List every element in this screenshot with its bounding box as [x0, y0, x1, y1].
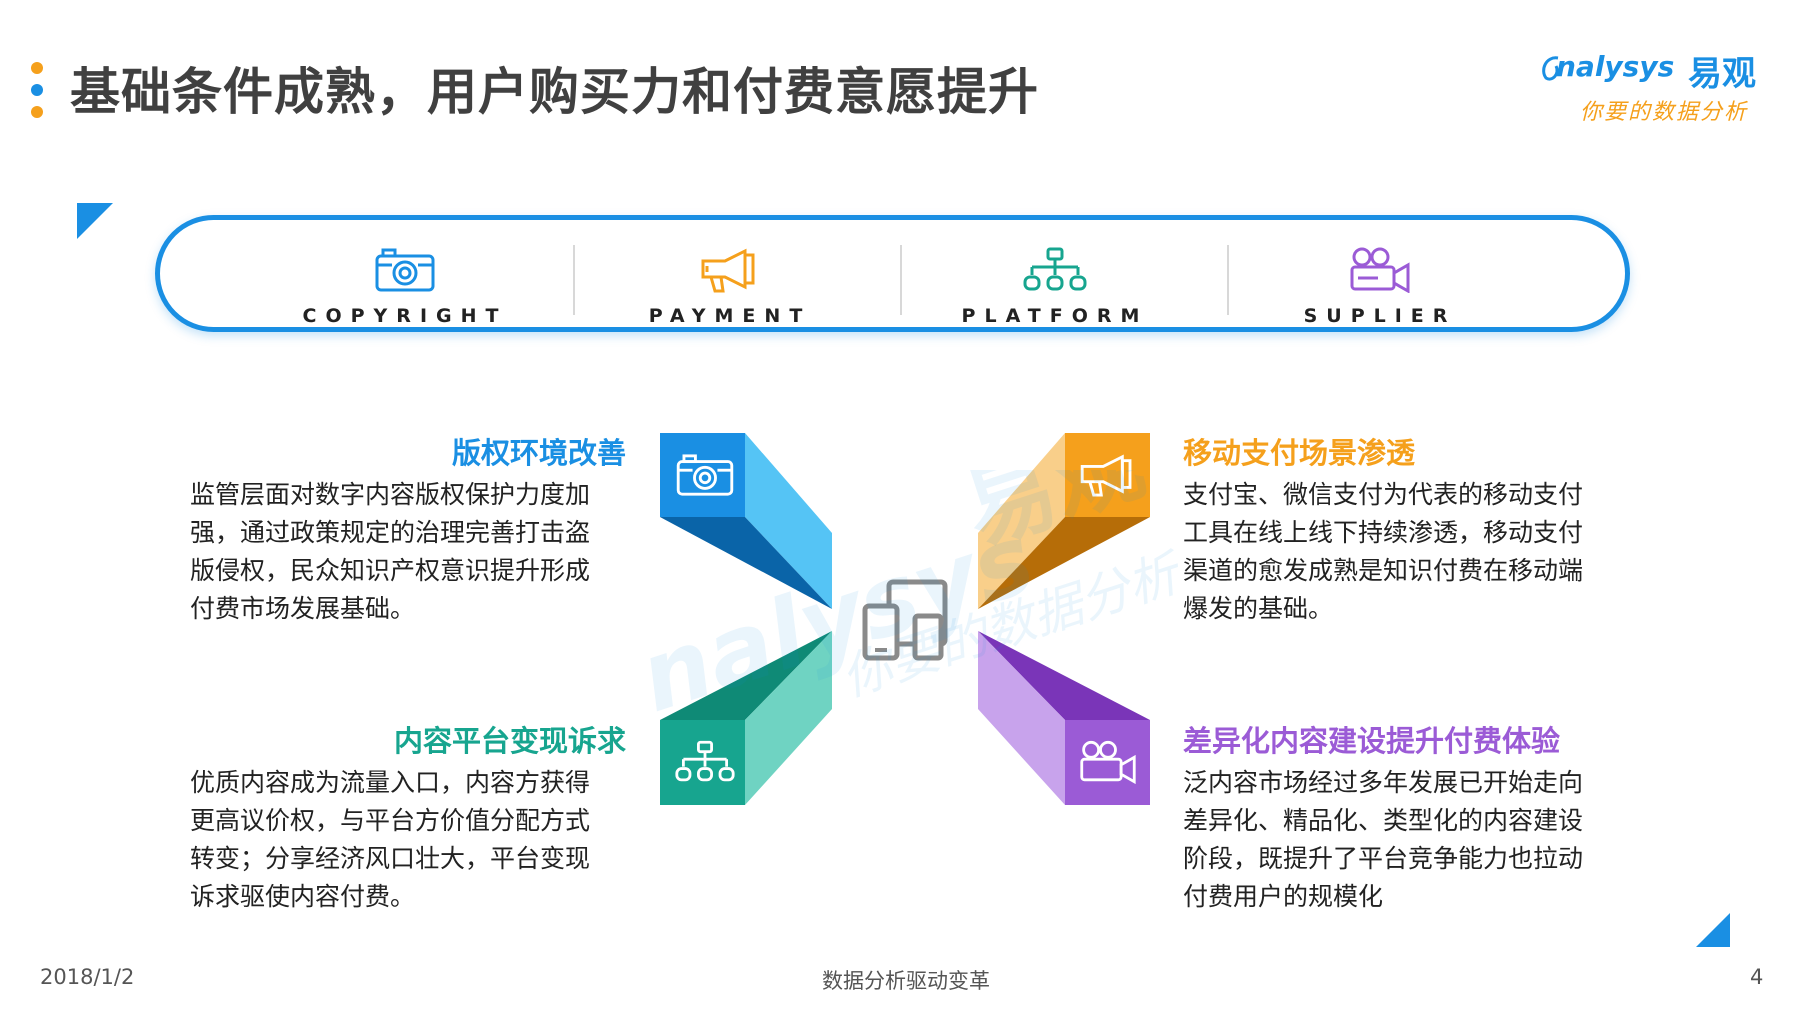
category-bar: COPYRIGHT PAYMENT: [155, 215, 1630, 332]
body-line: 工具在线上线下持续渗透，移动支付: [1183, 518, 1584, 547]
title-dot: [31, 106, 43, 118]
logo-swoosh-icon: [1542, 56, 1559, 81]
bar-item-copyright: COPYRIGHT: [245, 245, 565, 327]
title-dots: [31, 62, 43, 128]
bar-item-label: PAYMENT: [648, 305, 812, 327]
body-line: 泛内容市场经过多年发展已开始走向: [1183, 768, 1584, 797]
bar-item-suplier: SUPLIER: [1220, 245, 1540, 327]
camera-icon: [375, 248, 435, 292]
page-number: 4: [1750, 965, 1764, 989]
logo-chinese: 易观: [1688, 54, 1756, 94]
body-line: 监管层面对数字内容版权保护力度加: [190, 480, 591, 509]
body-line: 强，通过政策规定的治理完善打击盗: [190, 518, 591, 547]
title-dot: [31, 84, 43, 96]
body-line: 支付宝、微信支付为代表的移动支付: [1183, 480, 1584, 509]
page-title: 基础条件成熟，用户购买力和付费意愿提升: [70, 63, 1039, 121]
section-title-platform: 内容平台变现诉求: [393, 724, 626, 758]
bar-item-label: SUPLIER: [1303, 305, 1457, 327]
wedge-suplier: [978, 631, 1150, 805]
logo-tagline: 你要的数据分析: [1580, 100, 1749, 125]
wedge-platform: [660, 631, 832, 805]
body-line: 差异化、精品化、类型化的内容建设: [1183, 806, 1584, 835]
footer-date: 2018/1/2: [40, 965, 135, 989]
hierarchy-icon: [675, 740, 735, 782]
megaphone-icon: [701, 248, 755, 293]
section-body-payment: 支付宝、微信支付为代表的移动支付 工具在线上线下持续渗透，移动支付 渠道的愈发成…: [1183, 476, 1623, 628]
bar-item-label: COPYRIGHT: [302, 305, 508, 327]
bar-divider: [1227, 245, 1229, 315]
body-line: 付费市场发展基础。: [190, 594, 416, 623]
bar-item-label: PLATFORM: [961, 305, 1149, 327]
section-body-suplier: 泛内容市场经过多年发展已开始走向 差异化、精品化、类型化的内容建设 阶段，既提升…: [1183, 764, 1623, 916]
body-line: 渠道的愈发成熟是知识付费在移动端: [1183, 556, 1584, 585]
section-body-copyright: 监管层面对数字内容版权保护力度加 强，通过政策规定的治理完善打击盗 版侵权，民众…: [190, 476, 630, 628]
logo-wordmark: nalysys: [1556, 50, 1675, 83]
devices-icon: [862, 579, 948, 661]
body-line: 转变；分享经济风口壮大，平台变现: [190, 844, 591, 873]
bar-divider: [900, 245, 902, 315]
hierarchy-icon: [1023, 247, 1087, 291]
title-dot: [31, 62, 43, 74]
body-line: 更高议价权，与平台方价值分配方式: [190, 806, 591, 835]
body-line: 阶段，既提升了平台竞争能力也拉动: [1183, 844, 1584, 873]
bar-divider: [573, 245, 575, 315]
body-line: 版侵权，民众知识产权意识提升形成: [190, 556, 591, 585]
bar-item-payment: PAYMENT: [570, 245, 890, 327]
corner-triangle-top-left: [77, 203, 113, 239]
video-camera-icon: [1080, 740, 1136, 784]
megaphone-icon: [1080, 454, 1132, 497]
footer-slogan: 数据分析驱动变革: [822, 969, 990, 993]
brand-logo: nalysys 易观 你要的数据分析: [1540, 48, 1770, 128]
bar-item-platform: PLATFORM: [895, 245, 1215, 327]
section-title-payment: 移动支付场景渗透: [1183, 436, 1416, 470]
video-camera-icon: [1350, 247, 1410, 293]
body-line: 诉求驱使内容付费。: [190, 882, 416, 911]
body-line: 优质内容成为流量入口，内容方获得: [190, 768, 591, 797]
body-line: 付费用户的规模化: [1183, 882, 1384, 911]
section-body-platform: 优质内容成为流量入口，内容方获得 更高议价权，与平台方价值分配方式 转变；分享经…: [190, 764, 630, 916]
section-title-copyright: 版权环境改善: [451, 436, 626, 470]
section-title-suplier: 差异化内容建设提升付费体验: [1183, 724, 1561, 758]
camera-icon: [676, 454, 734, 496]
corner-triangle-bottom-right: [1696, 913, 1730, 947]
body-line: 爆发的基础。: [1183, 594, 1334, 623]
center-diagram: [660, 433, 1150, 805]
wedge-payment: [978, 433, 1150, 609]
wedge-copyright: [660, 433, 832, 609]
